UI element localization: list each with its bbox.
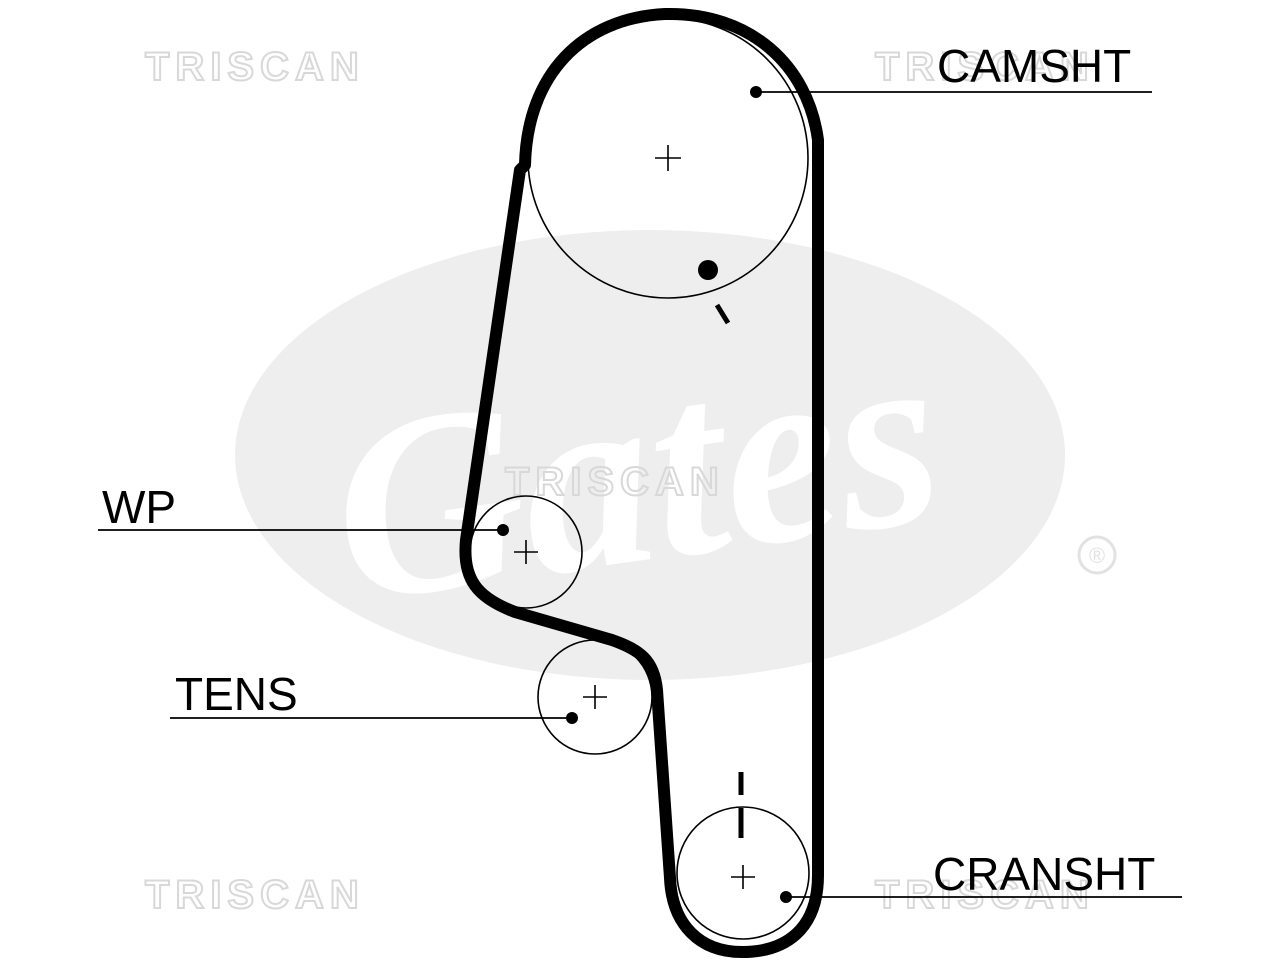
crankshaft-pulley-circle — [676, 806, 810, 940]
watermark-bottom-left: TRISCAN — [145, 873, 365, 917]
camshaft-leader — [750, 86, 1152, 98]
crankshaft-pulley — [676, 772, 810, 940]
tensioner-leader — [170, 712, 578, 724]
timing-belt — [459, 7, 824, 958]
registered-mark-circle — [1077, 535, 1117, 575]
camshaft-center-cross — [655, 145, 681, 171]
camshaft-timing-dot — [698, 260, 718, 280]
camshaft-leader-dot — [750, 86, 762, 98]
water-pump-leader — [98, 524, 509, 536]
water-pump-center-cross — [514, 540, 538, 564]
water-pump-leader-dot — [497, 524, 509, 536]
gates-logo-watermark: Gates ® — [235, 230, 1117, 680]
camshaft-label: CAMSHT — [937, 40, 1131, 92]
crankshaft-center-cross — [731, 865, 755, 889]
tensioner-leader-dot — [566, 712, 578, 724]
registered-mark: ® — [1089, 543, 1105, 568]
tensioner-center-cross — [583, 685, 607, 709]
crankshaft-leader — [780, 891, 1182, 903]
crankshaft-leader-dot — [780, 891, 792, 903]
water-pump-label: WP — [102, 481, 176, 533]
watermark-bottom-right: TRISCAN — [875, 873, 1095, 917]
tensioner-label: TENS — [175, 668, 298, 720]
crankshaft-label: CRANSHT — [933, 848, 1155, 900]
camshaft-timing-mark — [714, 303, 731, 325]
logo-ellipse — [235, 230, 1065, 680]
watermark-top-right: TRISCAN — [875, 45, 1095, 89]
watermark-top-left: TRISCAN — [145, 45, 365, 89]
